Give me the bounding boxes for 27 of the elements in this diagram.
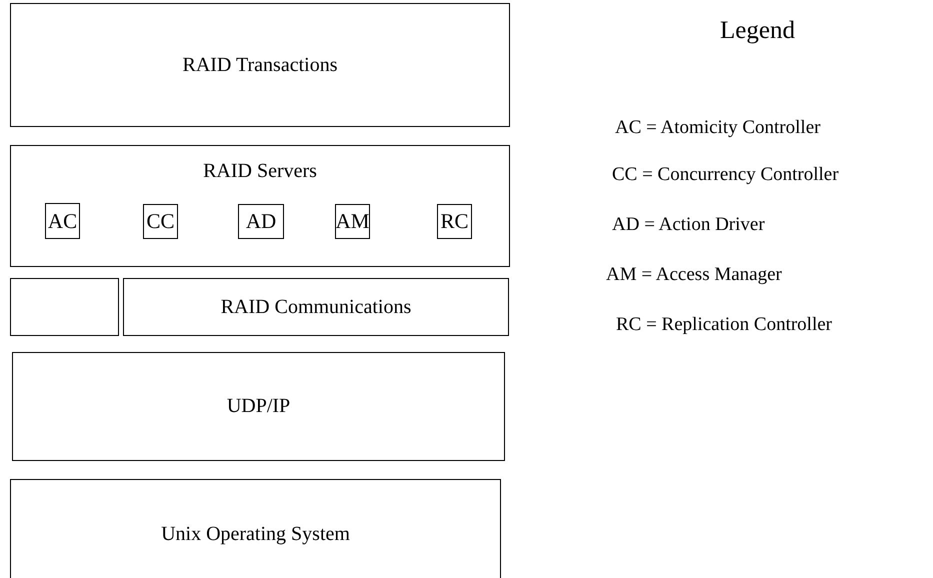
legend-entry: AM = Access Manager bbox=[606, 264, 782, 286]
layer-label: Unix Operating System bbox=[161, 523, 350, 546]
layer-box bbox=[45, 203, 80, 239]
layer-box bbox=[238, 204, 284, 239]
layer-title: RAID Servers bbox=[203, 160, 317, 183]
layer-label: AD bbox=[246, 209, 276, 234]
legend-entry: AC = Atomicity Controller bbox=[615, 117, 820, 139]
layer-box bbox=[335, 204, 370, 239]
layer-box bbox=[437, 204, 472, 239]
legend-entry: AD = Action Driver bbox=[612, 214, 765, 236]
layer-box bbox=[10, 479, 501, 578]
layer-label: CC bbox=[146, 209, 174, 234]
layer-box bbox=[10, 3, 510, 127]
layer-label: AM bbox=[336, 209, 370, 234]
legend-title: Legend bbox=[720, 17, 795, 45]
layer-label: UDP/IP bbox=[226, 395, 290, 418]
layer-box bbox=[143, 204, 178, 239]
layer-box bbox=[123, 278, 509, 336]
empty-box bbox=[10, 278, 119, 336]
layer-label: AC bbox=[48, 208, 78, 234]
layer-label: RAID Communications bbox=[220, 296, 412, 318]
layer-box bbox=[12, 352, 505, 461]
layer-panel bbox=[10, 145, 510, 267]
layer-label: RC bbox=[440, 209, 468, 234]
layer-label: RAID Transactions bbox=[182, 54, 338, 76]
legend-entry: CC = Concurrency Controller bbox=[612, 164, 839, 186]
legend-entry: RC = Replication Controller bbox=[616, 314, 832, 336]
